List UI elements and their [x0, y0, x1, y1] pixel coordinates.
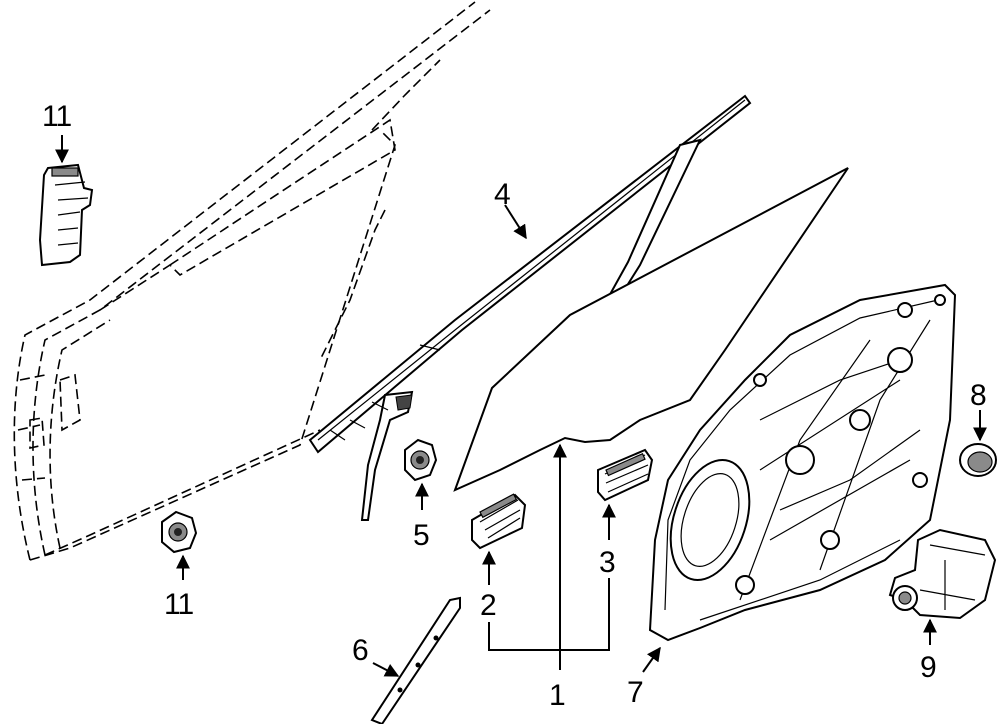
window-motor-part — [888, 528, 997, 620]
callout-3: 3 — [599, 546, 615, 579]
callout-11: 11 — [164, 588, 193, 621]
window-regulator-panel-part — [648, 283, 957, 642]
door-glass-part — [453, 167, 849, 492]
callout-7: 7 — [627, 676, 643, 709]
glass-channel-clip-part-2 — [471, 493, 527, 550]
leader-7 — [642, 646, 661, 673]
leader-bracket-2-3 — [488, 578, 610, 651]
callout-8: 8 — [970, 379, 986, 412]
hinge-bracket-part — [38, 163, 94, 267]
callout-4: 4 — [494, 178, 510, 211]
callout-6: 6 — [352, 634, 368, 667]
leader-6 — [372, 662, 400, 677]
glass-channel-clip-part-3 — [597, 448, 654, 502]
leader-4 — [504, 204, 527, 240]
leader-lines — [55, 135, 987, 677]
door-strip-part-6 — [370, 596, 461, 724]
callout-2: 2 — [480, 589, 496, 622]
callout-10: 11 — [42, 100, 71, 133]
callout-1: 1 — [549, 679, 565, 712]
callout-9: 9 — [920, 651, 936, 684]
callout-5: 5 — [413, 519, 429, 552]
nut-part-5 — [404, 438, 438, 482]
door-shell-outline — [13, 1, 491, 561]
callout-labels: 11 4 5 11 2 3 1 6 7 8 9 — [42, 100, 987, 712]
plug-part-8 — [959, 443, 997, 477]
nut-part-11 — [161, 510, 198, 554]
